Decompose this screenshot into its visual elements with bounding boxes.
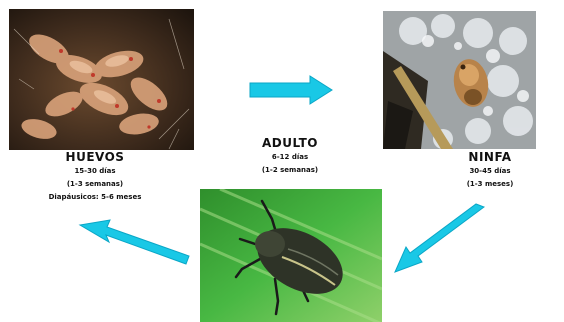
arrow-nymph-to-adult-icon [395, 204, 484, 272]
arrow-eggs-to-nymph-icon [250, 76, 332, 104]
arrow-adult-to-eggs-icon [80, 220, 189, 264]
